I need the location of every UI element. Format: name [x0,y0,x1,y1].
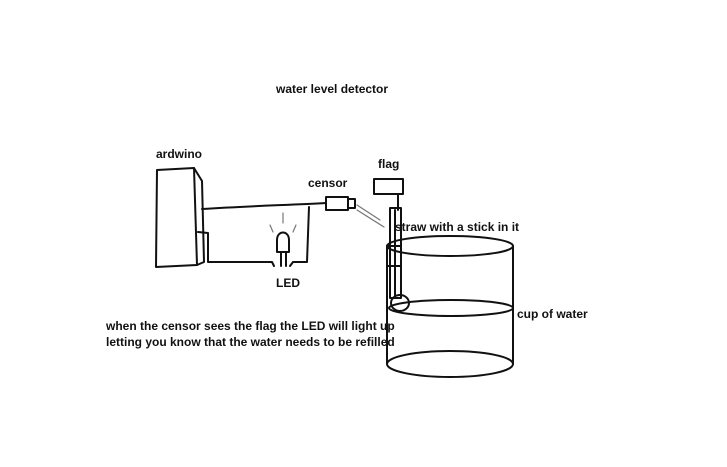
water-line [388,299,514,317]
cup [386,235,514,378]
cup-label: cup of water [517,307,588,321]
flag-label: flag [378,157,400,171]
explanation-note: when the censor sees the flag the LED wi… [106,319,395,349]
led [276,231,290,267]
straw-label: straw with a stick in it [395,220,520,234]
light-rays [269,212,297,233]
censor [325,196,385,228]
led-label: LED [276,276,300,290]
arduino-board [155,167,205,268]
wiring [197,202,327,267]
flag [373,178,404,211]
ardwino-label: ardwino [156,147,203,161]
censor-label: censor [308,176,348,190]
diagram-title: water level detector [276,82,389,96]
